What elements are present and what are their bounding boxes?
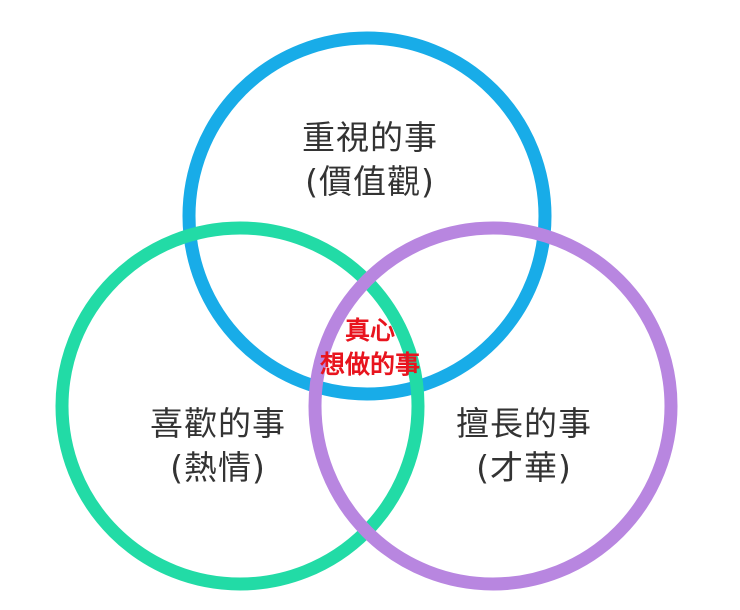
values-label-title: 重視的事 (302, 118, 438, 157)
talent-label: 擅長的事 (才華) (404, 402, 644, 490)
intersection-label: 真心 想做的事 (270, 314, 470, 382)
passion-label-subtitle: (熱情) (170, 448, 266, 487)
values-label: 重視的事 (價值觀) (250, 116, 490, 204)
passion-circle (55, 221, 425, 591)
talent-circle (308, 221, 678, 591)
intersection-label-line2: 想做的事 (319, 350, 420, 379)
intersection-label-line1: 真心 (344, 316, 395, 345)
talent-label-subtitle: (才華) (476, 448, 572, 487)
values-circle (182, 31, 552, 401)
passion-label: 喜歡的事 (熱情) (98, 402, 338, 490)
values-label-subtitle: (價值觀) (305, 162, 435, 201)
talent-label-title: 擅長的事 (456, 404, 592, 443)
passion-label-title: 喜歡的事 (150, 404, 286, 443)
